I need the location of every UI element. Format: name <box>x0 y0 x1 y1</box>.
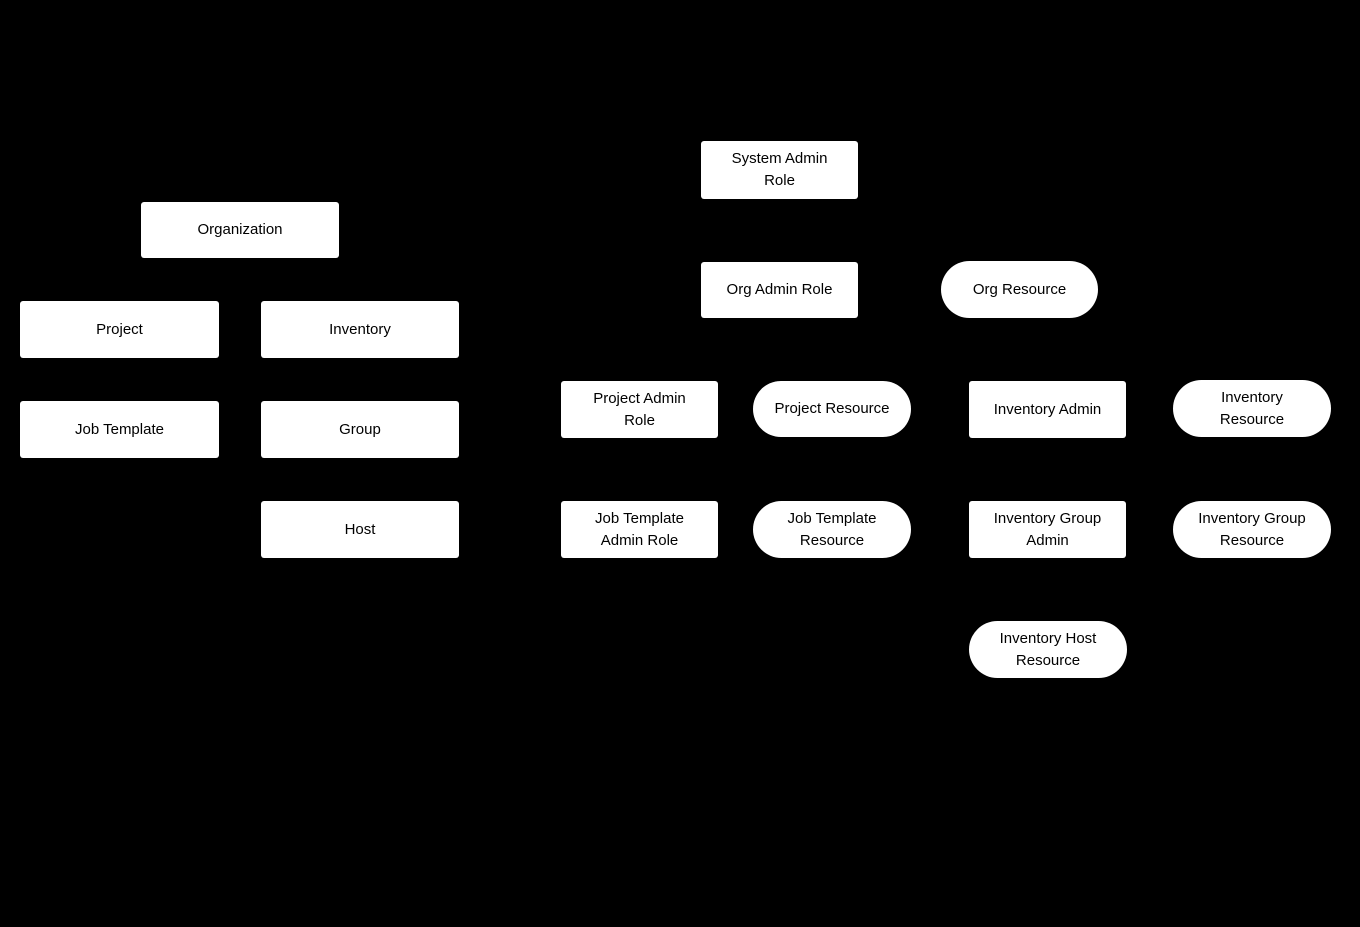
node-inventory-resource: Inventory Resource <box>1173 380 1331 437</box>
node-inventory-group-resource: Inventory Group Resource <box>1173 501 1331 558</box>
node-group: Group <box>261 401 459 458</box>
node-inventory-group-admin: Inventory Group Admin <box>969 501 1126 558</box>
node-job-template: Job Template <box>20 401 219 458</box>
node-job-template-admin-role: Job Template Admin Role <box>561 501 718 558</box>
node-job-template-resource: Job Template Resource <box>753 501 911 558</box>
node-organization: Organization <box>141 202 339 258</box>
node-project-resource: Project Resource <box>753 381 911 437</box>
node-org-admin-role: Org Admin Role <box>701 262 858 318</box>
node-inventory: Inventory <box>261 301 459 358</box>
node-project: Project <box>20 301 219 358</box>
node-host: Host <box>261 501 459 558</box>
node-org-resource: Org Resource <box>941 261 1098 318</box>
node-inventory-host-resource: Inventory Host Resource <box>969 621 1127 678</box>
node-project-admin-role: Project Admin Role <box>561 381 718 438</box>
node-inventory-admin: Inventory Admin <box>969 381 1126 438</box>
node-system-admin-role: System Admin Role <box>701 141 858 199</box>
